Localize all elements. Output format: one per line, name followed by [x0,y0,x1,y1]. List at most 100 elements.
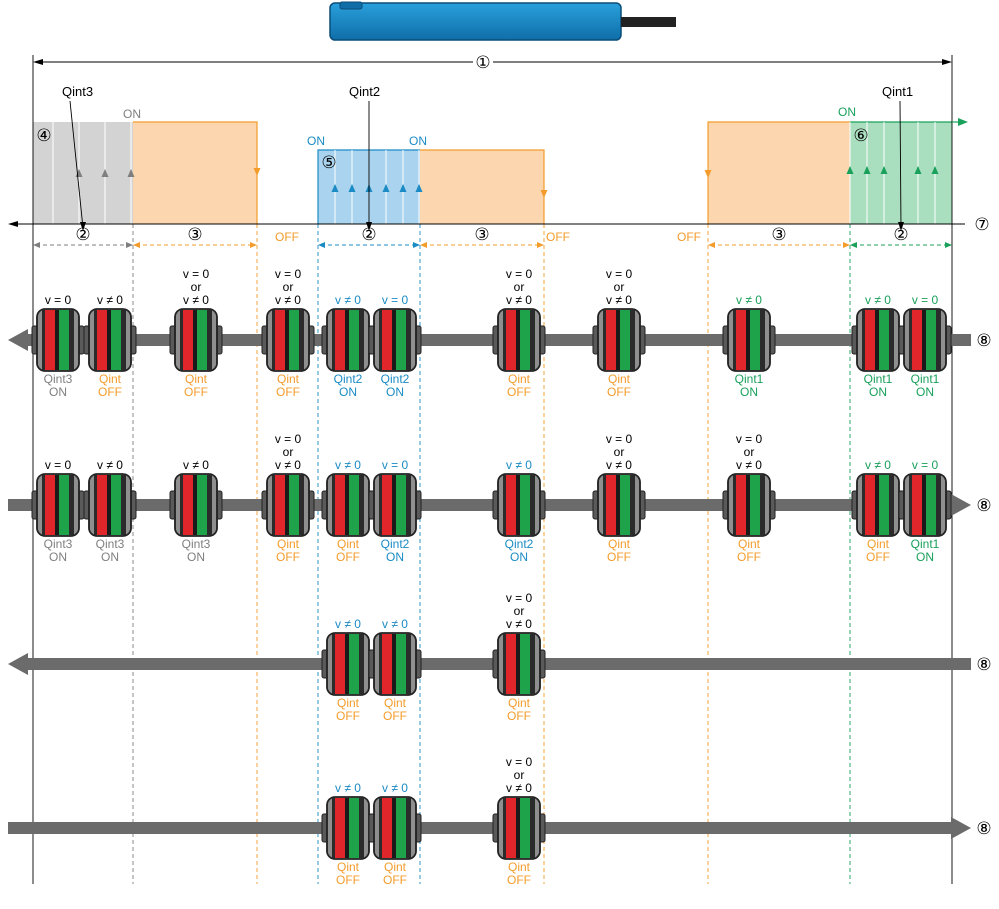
carrier-speed-line: or [191,280,202,294]
zone-arrow [846,166,854,174]
carrier-status-line: ON [916,385,934,399]
carrier-speed-line: v ≠ 0 [335,293,361,307]
carrier-magnet [31,473,85,537]
carrier-speed-line: v ≠ 0 [506,617,532,631]
carrier-speed: v = 0 [912,293,939,307]
carrier-status-line: Qint [277,372,300,386]
carrier-magnet [898,473,952,537]
carrier-magnet [851,473,905,537]
zone-callouts: ④ ⑤ ⑥ [36,126,868,172]
callout-zone-qint3: ② [75,225,90,244]
carrier-speed-line: v ≠ 0 [865,293,891,307]
carrier-speed-line: v = 0 [606,267,633,281]
carrier-status-line: OFF [383,709,407,723]
carrier-speed-line: v ≠ 0 [865,458,891,472]
carrier-status-line: Qint [508,696,531,710]
callout-shaft: ⑧ [976,496,991,515]
zone-internal-lines [52,122,939,224]
sensor-cable [621,17,676,27]
carrier-speed: v = 0 [382,293,409,307]
carrier-speed-line: v = 0 [606,432,633,446]
carrier-magnet [722,308,776,372]
carrier-status-line: Qint [867,537,890,551]
carrier-status-line: Qint [337,860,360,874]
carrier-status-line: Qint [738,537,761,551]
gray-zone-qint3 [33,122,133,224]
callout-shaft: ⑧ [976,655,991,674]
carrier-status-line: ON [740,385,758,399]
carrier-status-line: Qint1 [864,372,893,386]
carrier-status-line: Qint2 [381,537,410,551]
carrier-speed: v ≠ 0 [865,458,891,472]
switch-state-labels: ON ON ON ON OFF OFF OFF [123,105,856,244]
carrier-speed-line: v = 0 [382,293,409,307]
carrier-speed-line: v ≠ 0 [382,617,408,631]
carrier-status-line: Qint1 [911,372,940,386]
carrier-speed-line: v = 0 [506,591,533,605]
callout-shaft: ⑧ [976,819,991,838]
carrier-speed: v ≠ 0 [382,781,408,795]
label-qint2: Qint2 [349,84,380,99]
carrier-status-line: Qint3 [96,537,125,551]
carrier-status-line: OFF [507,873,531,887]
zone-arrow [415,184,423,192]
zone-arrow [382,184,390,192]
zone-arrow [399,184,407,192]
carrier-speed-line: v ≠ 0 [606,293,632,307]
carrier-speed: v ≠ 0 [97,458,123,472]
carrier-speed-line: v = 0 [736,432,763,446]
carrier-speed: v ≠ 0 [865,293,891,307]
carrier-status-line: Qint [185,372,208,386]
carrier-status-line: Qint [99,372,122,386]
carrier-speed-line: v ≠ 0 [506,458,532,472]
carrier-speed-line: v = 0 [45,458,72,472]
shaft-arrowhead [951,494,971,516]
carrier-speed: v ≠ 0 [335,458,361,472]
carrier-status-line: Qint3 [44,372,73,386]
carrier-speed-line: or [514,280,525,294]
carrier-status-line: ON [869,385,887,399]
carrier-speed-line: v ≠ 0 [606,458,632,472]
label-qint1: Qint1 [882,84,913,99]
carrier-magnet [321,632,375,696]
callout-gray-zone: ④ [36,126,51,145]
orange-zone-after-qint2 [420,150,544,224]
orange-outline-2 [420,149,545,224]
carrier-magnet [492,308,546,372]
carrier-speed-line: v ≠ 0 [335,617,361,631]
carrier-speed: v ≠ 0 [506,458,532,472]
shaft-row-4: ⑧ [8,817,992,839]
sensor-body [329,2,622,41]
carrier-magnet [31,308,85,372]
carrier-status-line: OFF [336,550,360,564]
qint-name-labels: Qint3 Qint2 Qint1 [62,84,913,231]
label-off-2: OFF [546,230,570,244]
zone-dimension-labels: ② ③ ② ③ ③ ② [75,225,908,244]
carrier-magnet [368,308,422,372]
carrier-magnet [722,473,776,537]
